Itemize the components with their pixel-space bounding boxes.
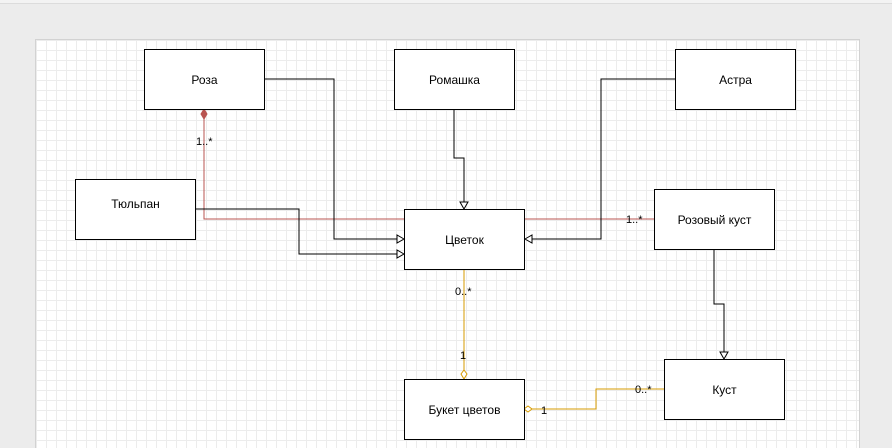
class-tsvetok[interactable]: Цветок	[404, 209, 525, 270]
class-romashka-label: Ромашка	[429, 72, 480, 87]
edge-rozovy-kust-kust[interactable]	[713, 249, 725, 352]
generalization-arrow-icon	[523, 234, 533, 244]
class-rozovy-kust-label: Розовый куст	[677, 212, 752, 227]
multiplicity-kust: 0..*	[635, 384, 652, 396]
edge-buket-kust[interactable]	[532, 388, 664, 410]
composition-diamond-icon	[200, 108, 208, 120]
toolbar-strip	[0, 0, 892, 4]
generalization-arrow-icon	[719, 351, 729, 361]
edge-roza-tsvetok[interactable]	[265, 78, 397, 240]
multiplicity-buket-right: 1	[541, 405, 548, 417]
multiplicity-rozovy-kust: 1..*	[626, 214, 643, 226]
class-tyulpan-label: Тюльпан	[111, 197, 160, 211]
class-kust[interactable]: Куст	[664, 359, 785, 420]
class-tsvetok-label: Цветок	[445, 232, 484, 247]
class-rozovy-kust[interactable]: Розовый куст	[654, 189, 775, 250]
aggregation-diamond-icon	[523, 405, 533, 413]
class-astra-label: Астра	[719, 72, 752, 87]
multiplicity-tsvetok: 0..*	[455, 286, 472, 298]
class-roza-label: Роза	[191, 72, 218, 87]
edge-astra-tsvetok[interactable]	[532, 78, 675, 240]
class-astra[interactable]: Астра	[675, 49, 796, 110]
multiplicity-roza: 1..*	[196, 136, 213, 148]
class-buket-label: Букет цветов	[428, 402, 501, 417]
edge-roza-rozovy-kust[interactable]	[203, 118, 654, 220]
class-roza[interactable]: Роза	[144, 49, 265, 110]
class-tyulpan[interactable]: Тюльпан	[75, 179, 196, 240]
class-romashka[interactable]: Ромашка	[394, 49, 515, 110]
generalization-arrow-icon	[459, 201, 469, 211]
aggregation-diamond-icon	[460, 369, 468, 380]
generalization-arrow-icon	[396, 234, 406, 244]
class-kust-label: Куст	[712, 382, 737, 397]
edge-tyulpan-tsvetok[interactable]	[195, 208, 397, 255]
class-buket[interactable]: Букет цветов	[404, 379, 525, 440]
multiplicity-buket-top: 1	[460, 350, 467, 362]
edge-romashka-tsvetok[interactable]	[453, 109, 465, 202]
generalization-arrow-icon	[396, 249, 406, 259]
